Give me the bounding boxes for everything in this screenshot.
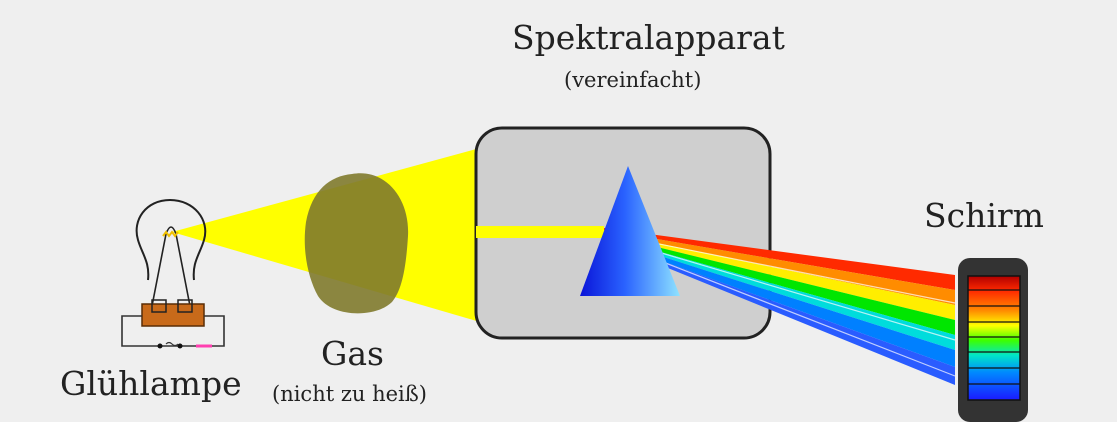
spectrum-rays: [603, 228, 956, 385]
screen: [958, 258, 1028, 422]
lamp-label: Glühlampe: [60, 364, 242, 403]
apparatus-title: Spektralapparat: [512, 18, 785, 57]
light-bulb-icon: [121, 198, 225, 349]
gas-subtitle: (nicht zu heiß): [272, 382, 427, 406]
light-beam: [476, 226, 604, 238]
lamp-socket: [141, 303, 205, 327]
apparatus-subtitle: (vereinfacht): [564, 68, 702, 92]
screen-label: Schirm: [924, 196, 1044, 235]
gas-label: Gas: [321, 334, 384, 373]
gas-cloud: [304, 173, 409, 314]
lamp-circuit: [121, 315, 225, 347]
prism-icon: [580, 166, 680, 296]
